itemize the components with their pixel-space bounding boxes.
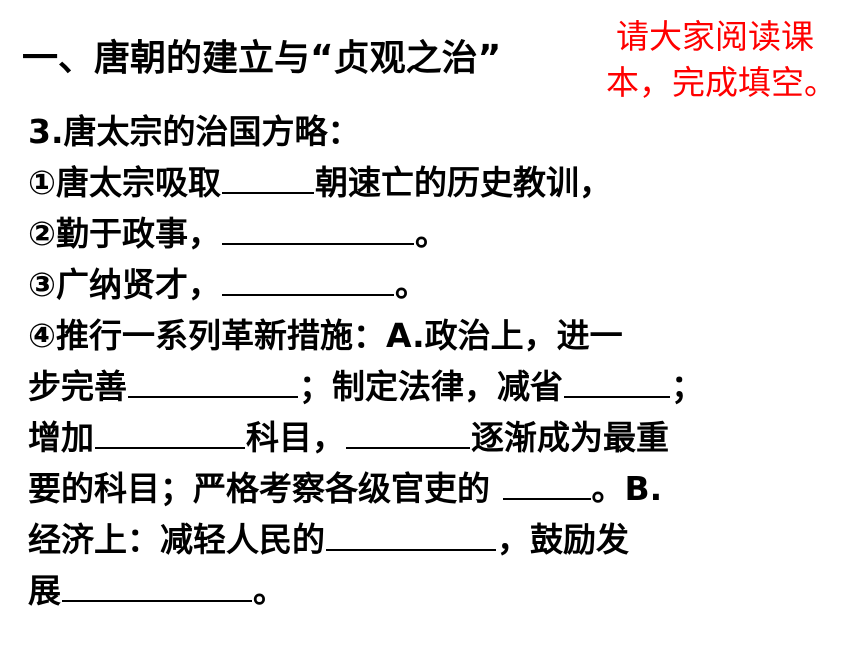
blank-talent[interactable] <box>221 260 394 296</box>
item-3: ③广纳贤才， 。 <box>28 259 828 310</box>
item-4-line-2-text-a: 步完善 <box>28 367 127 406</box>
item-4-line-4: 要的科目；严格考察各级官吏的 。B. <box>28 463 828 514</box>
fill-in-exercise: 3.唐太宗的治国方略： ①唐太宗吸取 朝速亡的历史教训， ②勤于政事， 。 ③广纳贤… <box>28 106 828 616</box>
instruction-note-line-2: 本，完成填空。 <box>606 63 837 102</box>
blank-governance[interactable] <box>221 209 414 245</box>
slide-title: 一、唐朝的建立与“贞观之治” <box>22 38 502 79</box>
item-4-line-1: ④推行一系列革新措施：A.政治上，进一 <box>28 316 623 355</box>
item-4-line-5-text-a: 经济上：减轻人民的 <box>28 520 325 559</box>
item-3-text-a: ③广纳贤才， <box>28 265 221 304</box>
blank-key-subject[interactable] <box>346 413 470 449</box>
item-4-line-2: 步完善 ；制定法律，减省 ； <box>28 361 828 412</box>
item-1-text-a: ①唐太宗吸取 <box>28 163 221 202</box>
item-4-line-3-text-b: 科目， <box>246 418 345 457</box>
blank-official-review[interactable] <box>502 464 591 500</box>
instruction-note-line-1: 请大家阅读课 <box>616 17 814 56</box>
blank-burden[interactable] <box>326 515 496 551</box>
item-4-line-4-text-a: 要的科目；严格考察各级官吏的 <box>28 469 502 508</box>
item-2-text-a: ②勤于政事， <box>28 214 221 253</box>
blank-system[interactable] <box>128 362 298 398</box>
item-4-line-3: 增加 科目， 逐渐成为最重 <box>28 412 828 463</box>
instruction-note: 请大家阅读课 本，完成填空。 <box>606 14 856 106</box>
section-heading: 3.唐太宗的治国方略： <box>28 112 361 151</box>
item-4-line-5-text-b: ，鼓励发 <box>497 520 629 559</box>
item-2-text-b: 。 <box>414 214 448 253</box>
blank-dynasty[interactable] <box>221 158 314 194</box>
item-4-line-6: 展。 <box>28 565 828 616</box>
blank-exam-subjects[interactable] <box>95 413 245 449</box>
blank-development[interactable] <box>62 566 252 602</box>
item-4-line-2-text-b: ；制定法律，减省 <box>299 367 563 406</box>
item-4-line-3-text-c: 逐渐成为最重 <box>471 418 669 457</box>
item-4-line-6-text-a: 展 <box>28 571 61 610</box>
blank-punishment[interactable] <box>564 362 670 398</box>
item-1-text-b: 朝速亡的历史教训， <box>314 163 612 202</box>
item-4-line-2-text-c: ； <box>671 367 704 406</box>
item-4-line-6-text-b: 。 <box>253 571 286 610</box>
item-2: ②勤于政事， 。 <box>28 208 828 259</box>
item-3-text-b: 。 <box>394 265 428 304</box>
item-4-line-3-text-a: 增加 <box>28 418 94 457</box>
item-4-line-5: 经济上：减轻人民的 ，鼓励发 <box>28 514 828 565</box>
item-1: ①唐太宗吸取 朝速亡的历史教训， <box>28 157 828 208</box>
item-4-line-4-text-b: 。B. <box>591 469 663 508</box>
